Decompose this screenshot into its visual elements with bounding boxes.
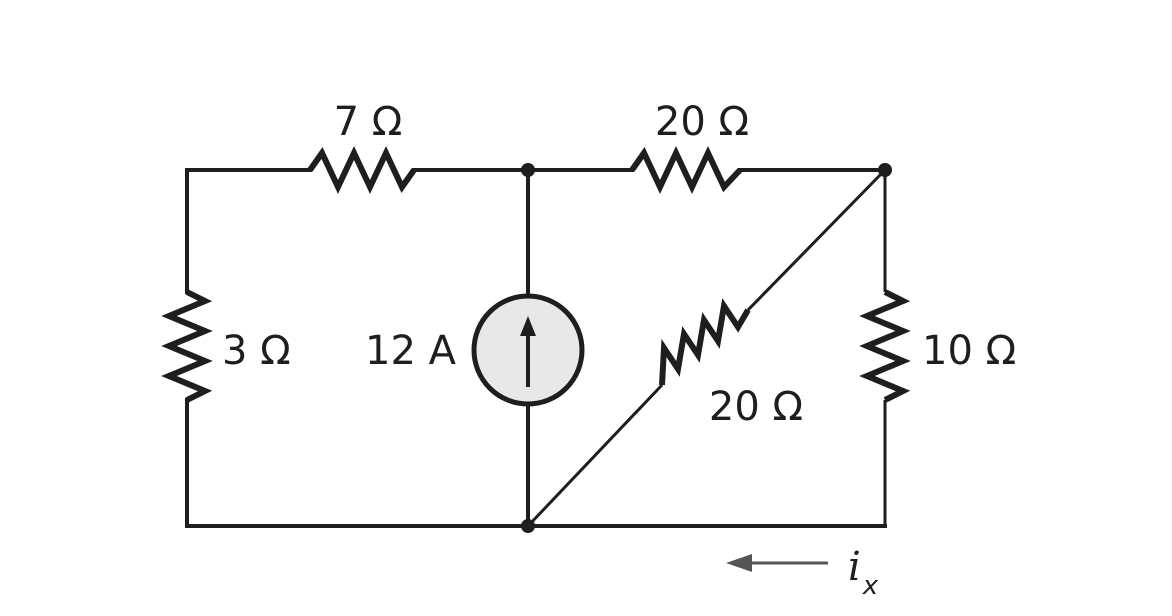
resistor-10ohm [859,289,911,403]
node-top-right [878,163,892,177]
node-bottom-middle [521,519,535,533]
wire-diagonal-lower [526,383,664,528]
label-12a: 12 A [365,328,457,374]
node-top-middle [521,163,535,177]
label-20ohm-top: 20 Ω [655,99,749,145]
label-10ohm: 10 Ω [922,328,1016,374]
label-ix-subscript: x [862,571,879,601]
label-7ohm: 7 Ω [334,99,403,145]
resistor-20ohm-top [629,145,743,195]
label-ix: ix [848,544,879,601]
ix-arrow-head [726,554,752,572]
label-3ohm: 3 Ω [222,328,291,374]
resistor-3ohm [161,289,213,403]
wire-diagonal-upper [746,168,887,312]
label-20ohm-diagonal: 20 Ω [709,384,803,430]
current-source-arrow-head [520,316,536,336]
resistor-7ohm [307,145,417,195]
label-ix-symbol: i [848,544,861,590]
resistor-20ohm-diagonal [659,298,751,386]
